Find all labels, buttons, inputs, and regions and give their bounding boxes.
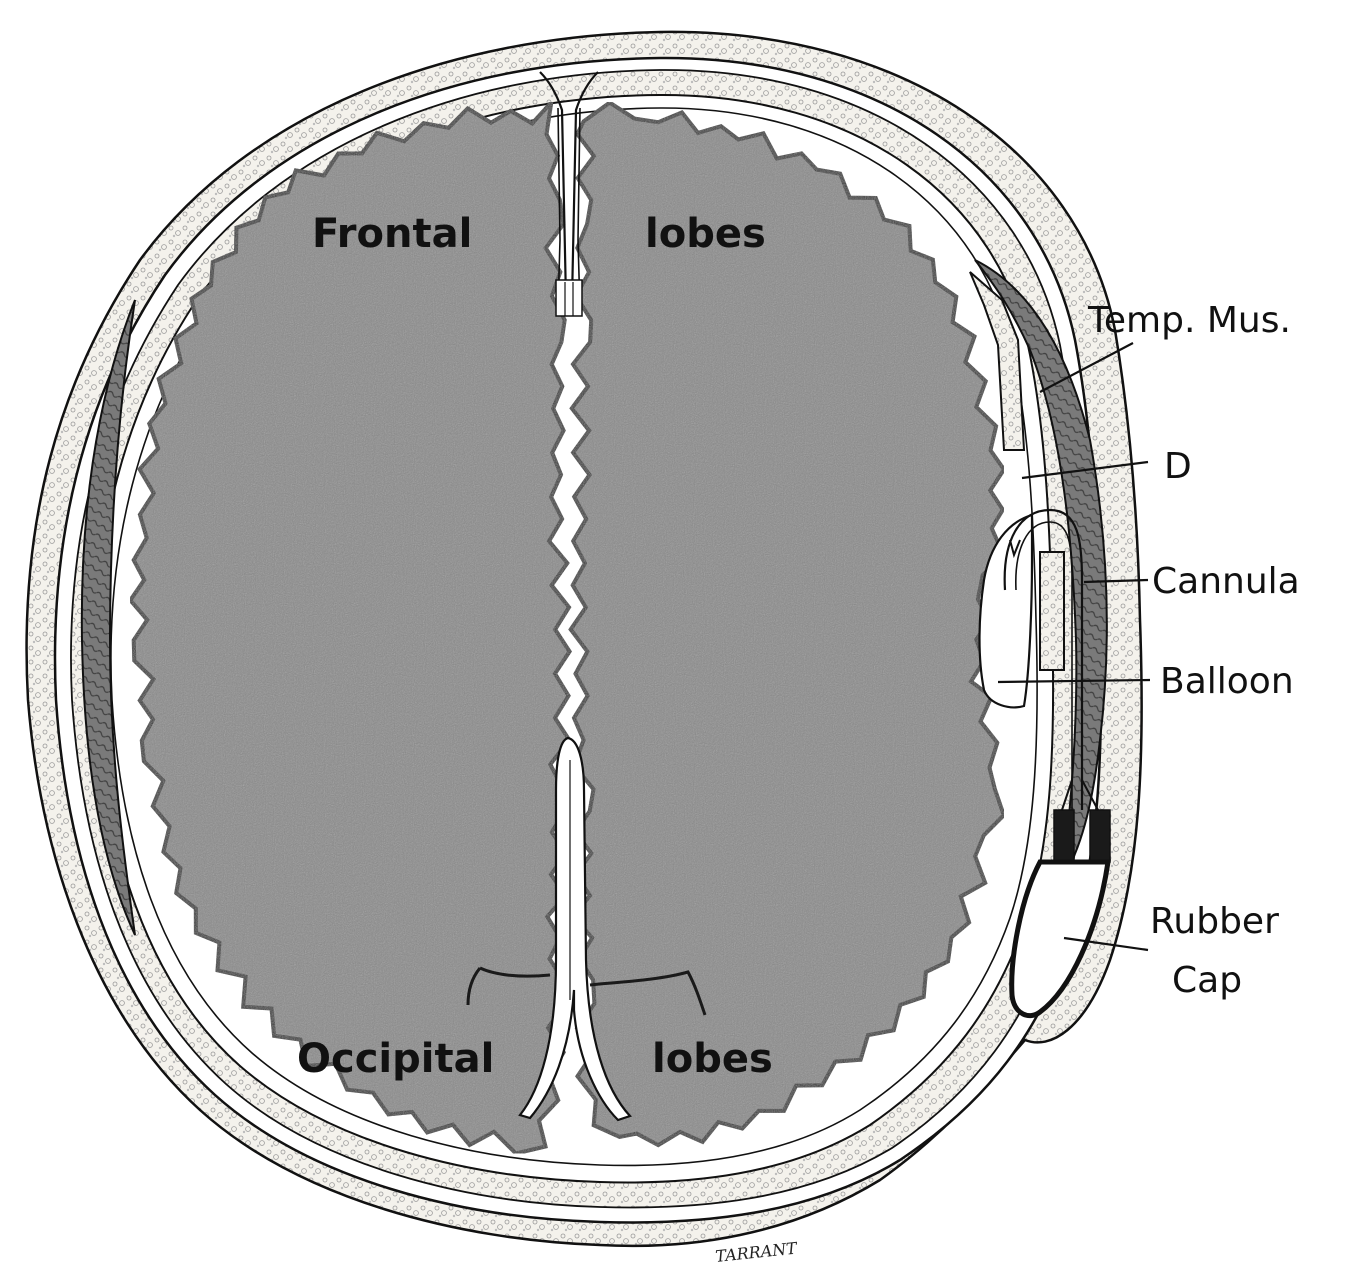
label-occipital: Occipital [297,1036,494,1082]
rubber-connector-left [1054,810,1074,862]
artist-signature: TARRANT [714,1238,799,1266]
rubber-connector-right [1090,810,1110,862]
label-frontal-lobes: lobes [645,211,766,257]
label-frontal: Frontal [312,211,472,257]
burr-plug [1040,552,1064,670]
label-cap: Cap [1172,960,1242,1001]
label-balloon: Balloon [1160,661,1294,702]
label-occipital-lobes: lobes [652,1036,773,1082]
label-dura: D [1164,446,1192,487]
label-rubber: Rubber [1150,901,1279,942]
label-temp-mus: Temp. Mus. [1087,300,1291,341]
label-cannula: Cannula [1152,561,1300,602]
falx-anterior-tip [556,280,582,316]
